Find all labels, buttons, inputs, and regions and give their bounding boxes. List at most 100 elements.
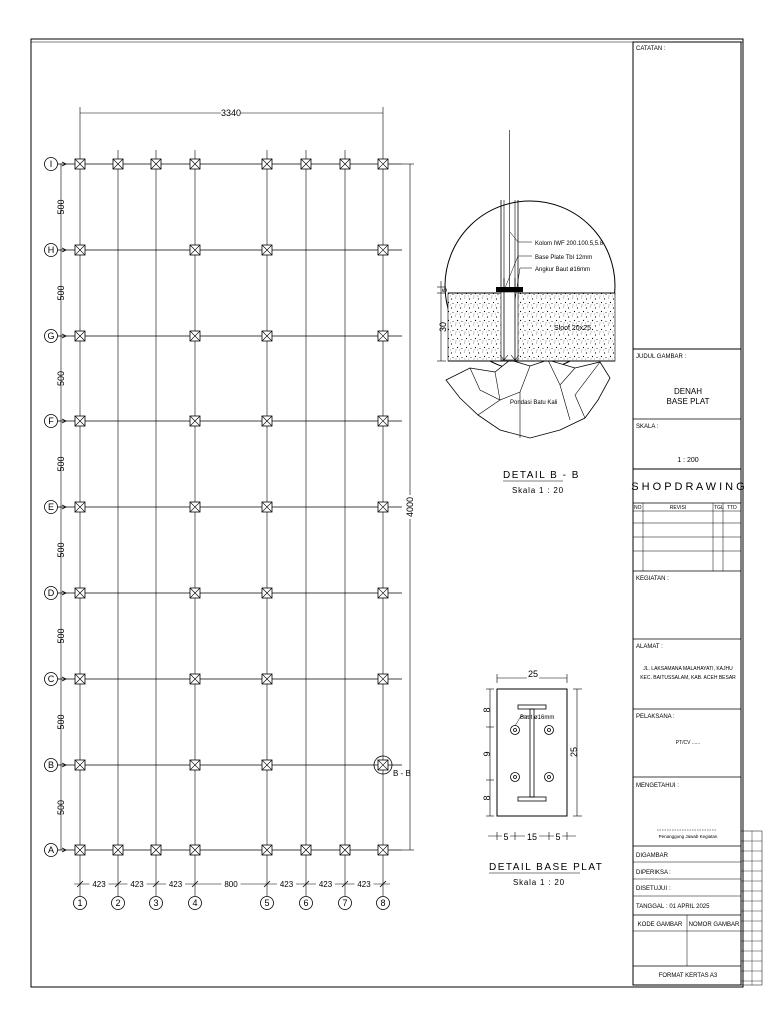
diperiksa-colon: : [669,870,671,876]
col-spacing-dim: 423 [357,880,371,889]
row-spacing-dim: 500 [56,714,66,729]
base-plate-symbol [377,673,389,685]
iwf-column [500,130,519,287]
dim-bottom-5-left: 5 [503,832,508,842]
detail-bb: Kolom IWF 200.100.5,5.8 Base Plate Tbl 1… [437,130,616,495]
alamat-label: ALAMAT : [636,644,663,650]
col-spacing-dim: 423 [130,880,144,889]
grid-bubble-col [73,896,87,910]
dim-5: 5 [442,288,449,292]
base-plate-symbol [377,158,389,170]
row-spacing-dim: 500 [56,542,66,557]
rev-revisi: REVISI [670,505,686,511]
col-spacing-dim: 423 [169,880,183,889]
base-plate-symbol [189,415,201,427]
shop-drawing-title: S H O P D R A W I N G [631,481,745,493]
dim-top-25: 25 [528,669,538,679]
row-spacing-dim: 500 [56,800,66,815]
skala-label: SKALA : [636,424,659,430]
base-plate-symbol [261,501,273,513]
grid-bubble-row [44,414,58,428]
total-width-dim: 3340 [221,108,241,118]
grid-label-col-2: 2 [115,898,120,908]
penanggung-label: Penanggung Jawab Kegiatan [659,834,718,839]
base-plate-symbol [300,844,312,856]
grid-bubble-row [44,672,58,686]
col-spacing-dim: 423 [280,880,294,889]
pelaksana-value: PT/CV ...... [676,740,700,746]
base-plate-symbol [189,844,201,856]
anchor-bolt-zone [500,291,519,361]
pelaksana-label: PELAKSANA : [636,714,675,720]
rev-ttd: TTD [727,505,737,511]
label-baut: Baut ø16mm [520,715,554,721]
grid-label-col-3: 3 [153,898,158,908]
title-block-text: CATATAN : JUDUL GAMBAR : DENAH BASE PLAT… [631,46,745,979]
grid-bubble-col [188,896,202,910]
base-plate-symbol [377,244,389,256]
base-plate-symbol [189,158,201,170]
base-plate-symbol [74,587,86,599]
base-plate-symbol [261,759,273,771]
row-spacing-dim: 500 [56,371,66,386]
base-plate-symbol [112,844,124,856]
label-angkur: Angkur Baut ø16mm [535,267,590,273]
grid-label-row-D: D [48,588,55,598]
label-base-plate: Base Plate Tbl 12mm [535,255,592,261]
dim-left-9: 9 [482,751,492,756]
grid-label-col-8: 8 [380,898,385,908]
base-plate-symbol [189,587,201,599]
dim-30: 30 [438,322,448,332]
base-plate-symbol [74,501,86,513]
base-plate-symbol [339,158,351,170]
detail-bp-title: DETAIL BASE PLAT [489,862,603,873]
col-spacing-dim: 423 [319,880,333,889]
detail-bb-title: DETAIL B - B [503,470,580,481]
base-plate-symbol [189,673,201,685]
total-height-dim: 4000 [405,497,415,517]
alamat-line1: JL. LAKSAMANA MALAHAYATI, KAJHU [643,666,733,672]
judul-label: JUDUL GAMBAR : [636,354,686,360]
grid-bubble-col [111,896,125,910]
kode-gambar-label: KODE GAMBAR [638,922,683,928]
iwf-section [517,704,547,802]
base-plate-symbol [74,673,86,685]
base-plate-symbol [377,759,389,771]
base-plate-symbol [377,587,389,599]
base-plate-symbol [112,158,124,170]
skala-value: 1 : 200 [677,457,699,464]
grid-label-row-G: G [47,331,54,341]
base-plate-symbol [189,759,201,771]
base-plate-symbol [261,244,273,256]
base-plate-symbol [74,759,86,771]
grid-bubble-row [44,586,58,600]
col-spacing-dim: 423 [92,880,106,889]
grid-label-col-1: 1 [77,898,82,908]
grid-label-row-B: B [48,760,54,770]
row-spacing-dim: 500 [56,199,66,214]
base-plate-symbol [189,244,201,256]
grid-bubble-col [149,896,163,910]
judul-line1: DENAH [674,387,702,396]
stone-foundation [445,359,611,439]
base-plate-symbol [377,330,389,342]
detail-bb-scale: Skala 1 : 20 [512,486,564,495]
base-plate-symbol [339,844,351,856]
base-plate-symbol [189,330,201,342]
row-spacing-dim: 500 [56,285,66,300]
grid-bubble-row [44,843,58,857]
base-plate-symbol [261,330,273,342]
dim-left-8-bottom: 8 [482,795,492,800]
rev-tgl: TGL [714,505,724,511]
col-spacing-dim: 800 [224,880,238,889]
grid-label-col-5: 5 [264,898,269,908]
base-plate-symbol [261,158,273,170]
grid-label-row-A: A [48,845,54,855]
anchor-bolts [510,725,554,782]
grid-label-row-C: C [48,674,55,684]
base-plate-symbol [377,844,389,856]
grid-label-row-E: E [48,502,54,512]
kegiatan-label: KEGIATAN : [636,576,669,582]
